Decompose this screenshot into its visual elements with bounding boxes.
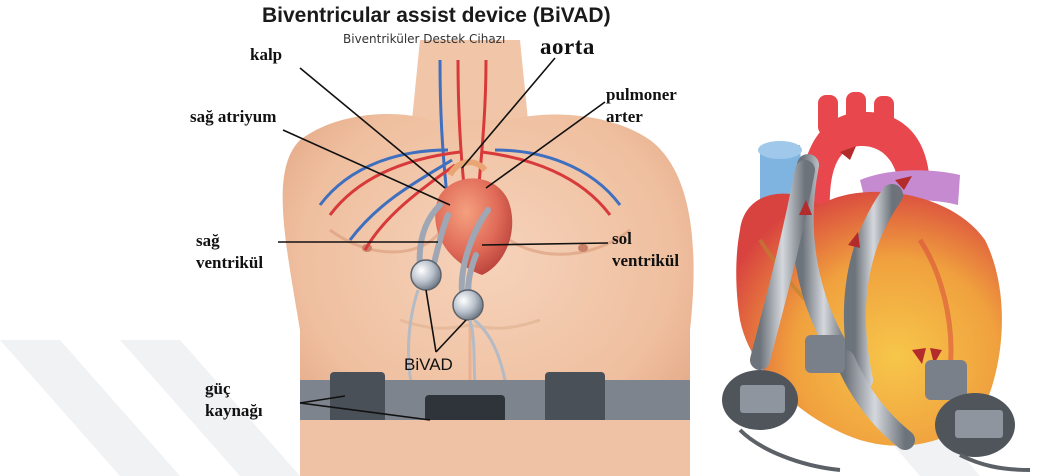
label-sol: sol: [612, 228, 632, 249]
label-kalp: kalp: [250, 44, 282, 65]
label-sol-ventrikul: ventrikül: [612, 250, 679, 271]
label-kaynagi: kaynağı: [205, 400, 263, 421]
label-guc: güç: [205, 378, 231, 399]
label-arter: arter: [606, 106, 643, 127]
label-sag: sağ: [196, 230, 220, 251]
label-bivad: BiVAD: [404, 355, 453, 375]
label-sag-atriyum: sağ atriyum: [190, 106, 276, 127]
label-aorta: aorta: [540, 36, 595, 57]
label-sag-ventrikul: ventrikül: [196, 252, 263, 273]
diagram-title: Biventricular assist device (BiVAD): [262, 4, 682, 28]
diagram-subtitle: Biventriküler Destek Cihazı: [343, 32, 505, 46]
label-pulmoner: pulmoner: [606, 84, 677, 105]
